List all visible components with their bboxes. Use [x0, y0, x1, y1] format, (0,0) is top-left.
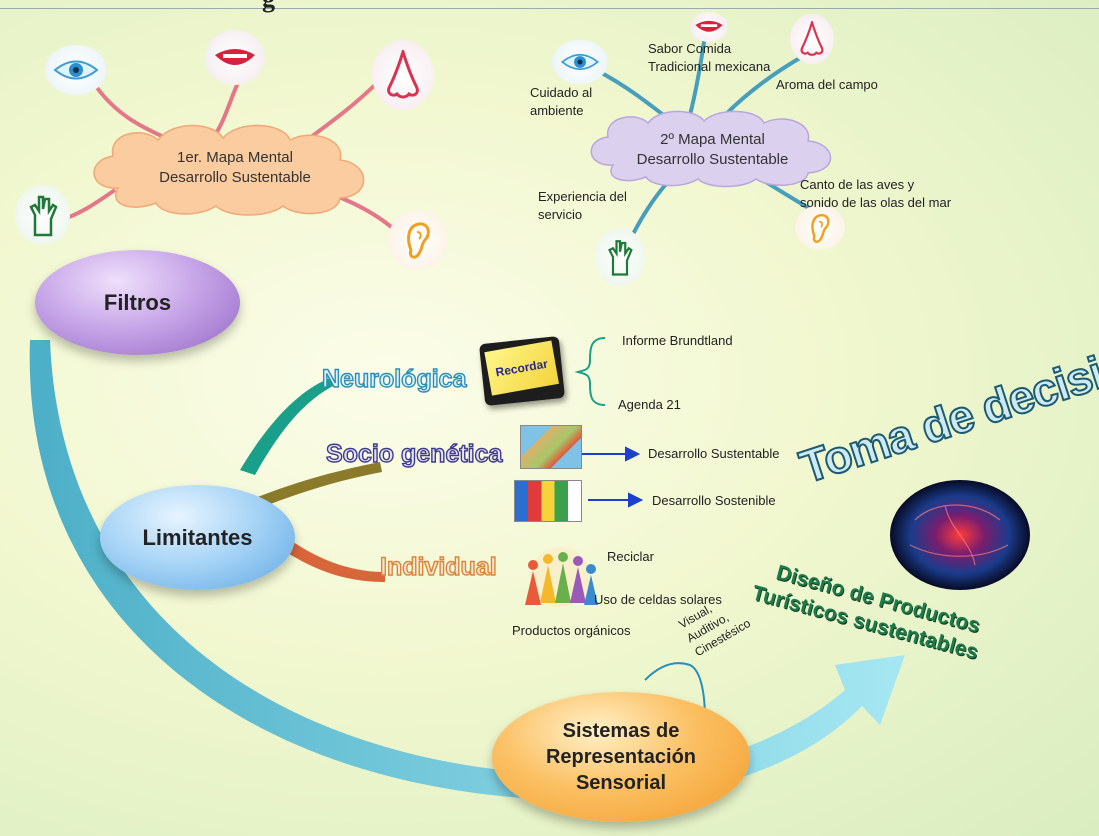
- mexico-map-image: [520, 425, 582, 469]
- map1-title: 1er. Mapa Mental Desarrollo Sustentable: [159, 149, 311, 187]
- socio-branch: [250, 462, 382, 510]
- page-heading-fragment: g: [262, 0, 275, 14]
- map2-mouth-icon: [690, 12, 728, 42]
- individual-item-reciclar: Reciclar: [607, 549, 654, 564]
- socio-item-sostenible: Desarrollo Sostenible: [652, 493, 776, 508]
- sistemas-node: Sistemas de Representación Sensorial: [492, 692, 750, 822]
- map1-cloud: [93, 124, 365, 216]
- individual-item-celdas: Uso de celdas solares: [594, 592, 722, 607]
- neurologica-heading: Neurológica: [321, 364, 467, 393]
- hand-icon: [15, 185, 70, 245]
- individual-branch: [286, 540, 385, 582]
- nose-icon: [372, 40, 434, 110]
- map2-taste-label: Sabor Comida Tradicional mexicana: [648, 41, 771, 74]
- limitantes-node: Limitantes: [100, 485, 295, 590]
- world-flags-image: [514, 480, 582, 522]
- map2-nose-label: Aroma del campo: [776, 77, 878, 92]
- socio-heading: Socio genética: [325, 439, 503, 468]
- individual-heading: Individual: [379, 552, 497, 581]
- neurologica-branch: [240, 378, 335, 475]
- socio-item-sustentable: Desarrollo Sustentable: [648, 446, 780, 461]
- map2-eye-label: Cuidado al ambiente: [530, 85, 593, 118]
- filtros-node: Filtros: [35, 250, 240, 355]
- ear-icon: [388, 210, 448, 270]
- individual-item-organicos: Productos orgánicos: [512, 623, 631, 638]
- map2-ear-label: Canto de las aves y sonido de las olas d…: [800, 177, 952, 210]
- map2-nose-icon: [790, 14, 834, 64]
- neuro-item-agenda21: Agenda 21: [618, 397, 681, 412]
- map2-title: 2º Mapa Mental Desarrollo Sustentable: [636, 131, 789, 169]
- mouth-icon: [205, 30, 265, 85]
- map2-eye-icon: [552, 40, 608, 84]
- neuro-item-brundtland: Informe Brundtland: [622, 333, 733, 348]
- map2-cloud: [590, 110, 832, 188]
- eye-icon: [45, 45, 107, 95]
- map2-ear-icon: [795, 205, 845, 250]
- recordar-note-icon: Recordar: [478, 335, 566, 407]
- socio-arrows: [582, 446, 644, 508]
- header-rule: [0, 8, 1099, 9]
- map2-hand-icon: [595, 228, 645, 286]
- map2-hand-label: Experiencia del servicio: [538, 189, 627, 222]
- neuro-bracket: [574, 337, 606, 406]
- sensory-brace: [644, 662, 706, 721]
- people-group-icon: [525, 547, 598, 607]
